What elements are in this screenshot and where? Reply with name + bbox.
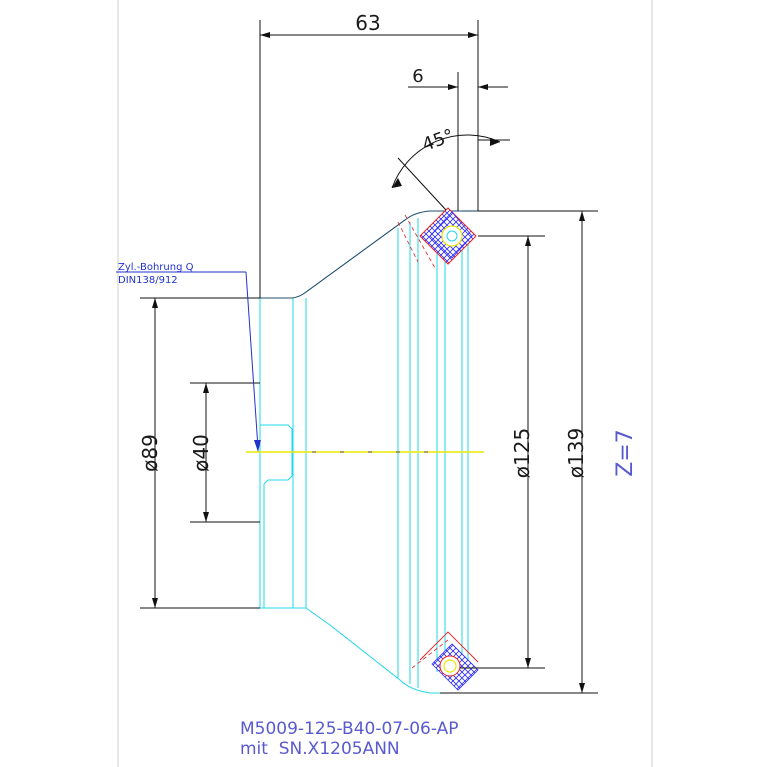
bore-note-line1: Zyl.-Bohrung Q [118,262,194,273]
insert-top [397,207,477,269]
dim-6: 6 [412,66,423,87]
dimension-lines [140,20,598,694]
part-number: M5009-125-B40-07-06-AP [240,719,459,739]
dim-dia-89: ø89 [138,434,162,472]
dim-45-angle: 45° [420,125,457,156]
tooth-count: Z=7 [613,429,638,477]
body-outline [260,210,478,299]
body-inner-lines [259,218,469,694]
dim-63: 63 [355,11,380,35]
insert-spec: mit SN.X1205ANN [240,739,400,759]
drawing-frame [117,0,653,767]
dim-dia-139: ø139 [564,428,588,478]
insert-bottom [411,631,479,691]
dim-dia-125: ø125 [510,428,534,478]
bore-note-line2: DIN138/912 [118,275,178,286]
dim-dia-40: ø40 [189,434,213,472]
bore-note-leader [116,271,261,452]
